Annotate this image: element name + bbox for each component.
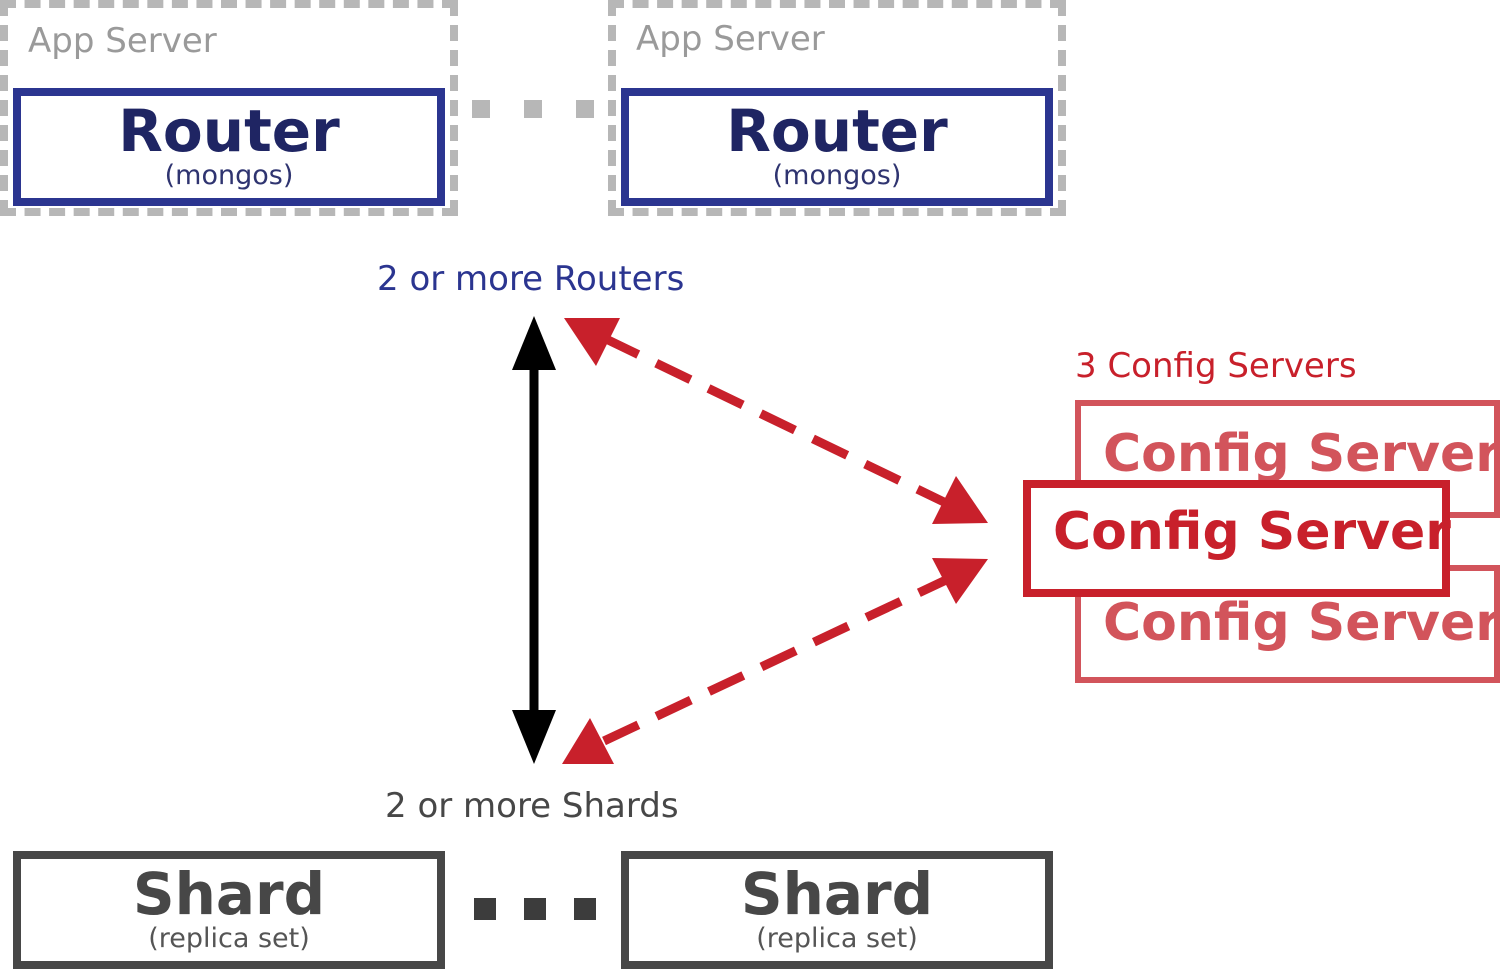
router-box-1: Router (mongos) — [13, 88, 445, 206]
router-box-2: Router (mongos) — [621, 88, 1053, 206]
router-subtitle: (mongos) — [164, 160, 294, 191]
shard-title: Shard — [740, 860, 934, 928]
router-subtitle: (mongos) — [772, 160, 902, 191]
shards-config-dashed-arrow-icon — [562, 558, 988, 764]
config-server-front: Config Server — [1023, 480, 1451, 597]
shard-ellipsis-dot — [524, 898, 546, 920]
routers-config-dashed-arrow-icon — [564, 318, 988, 524]
router-title: Router — [726, 97, 948, 165]
shard-title: Shard — [132, 860, 326, 928]
app-server-label: App Server — [28, 21, 217, 61]
router-title: Router — [118, 97, 340, 165]
shard-box-2: Shard (replica set) — [621, 851, 1053, 969]
router-shard-double-arrow-icon — [512, 316, 556, 764]
app-server-label: App Server — [636, 19, 825, 59]
router-ellipsis-dot — [524, 100, 542, 118]
config-servers-caption: 3 Config Servers — [1075, 346, 1357, 386]
config-server-title: Config Server — [1103, 424, 1500, 484]
app-server-container-2: App Server — [608, 0, 1066, 216]
app-server-container-1: App Server — [0, 0, 458, 216]
shard-subtitle: (replica set) — [756, 923, 918, 954]
config-server-title: Config Server — [1103, 593, 1500, 653]
shards-caption: 2 or more Shards — [385, 786, 679, 826]
shard-ellipsis-dot — [474, 898, 496, 920]
router-ellipsis-dot — [576, 100, 594, 118]
router-ellipsis-dot — [472, 100, 490, 118]
config-server-title: Config Server — [1053, 502, 1451, 562]
routers-caption: 2 or more Routers — [377, 259, 685, 299]
shard-subtitle: (replica set) — [148, 923, 310, 954]
shard-ellipsis-dot — [574, 898, 596, 920]
shard-box-1: Shard (replica set) — [13, 851, 445, 969]
